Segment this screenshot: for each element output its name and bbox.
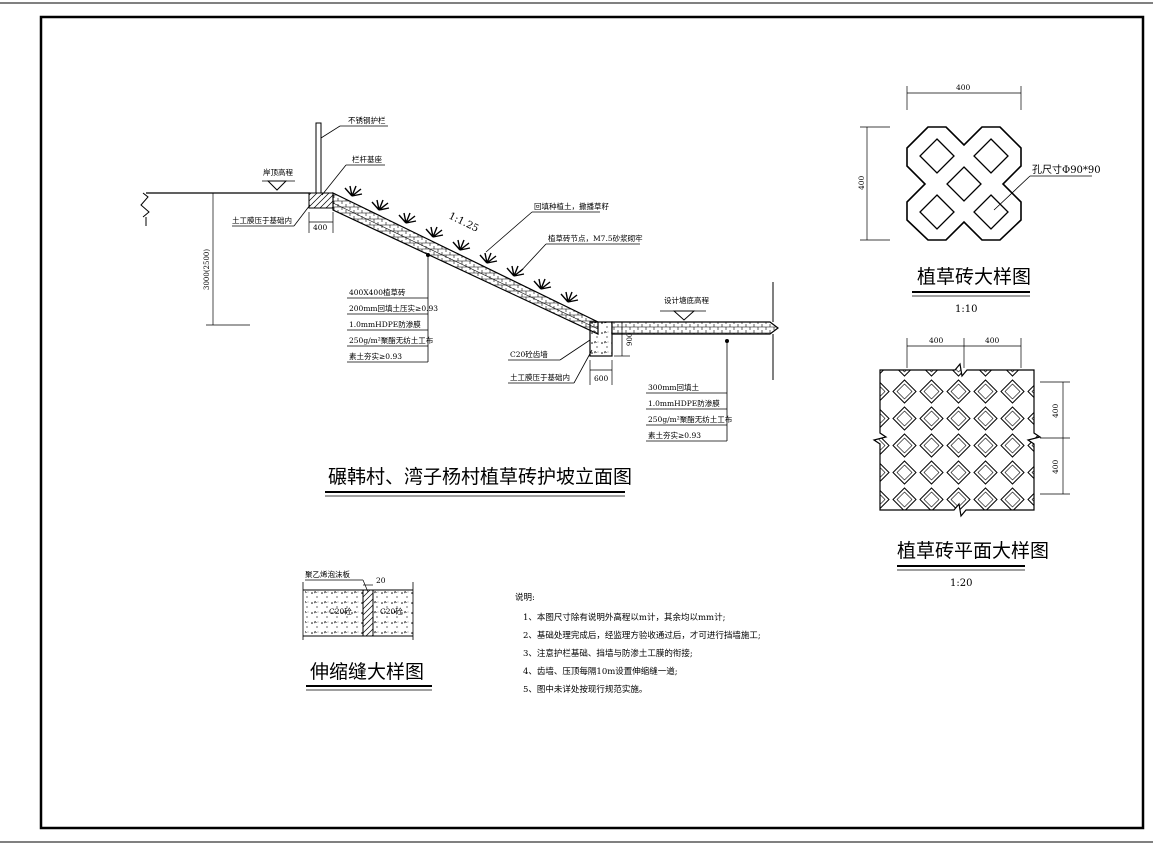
dim-vertical: 3000(2500): [203, 249, 211, 290]
slope-layer-3: 1.0mmHDPE防渗膜: [349, 319, 421, 329]
bottom-layer-table: 300mm回填土 1.0mmHDPE防渗膜 250g/m²聚酯无纺土工布 素土夯…: [646, 382, 733, 442]
dim-900: 900: [626, 333, 634, 346]
brick-node-label: 植草砖节点，M7.5砂浆砌牢: [548, 233, 643, 243]
joint-detail: C20砼 C20砼 聚乙烯泡沫板 20 伸缩缝大样图: [302, 569, 432, 691]
brick-holes: [919, 138, 1009, 230]
slope-layer-1: 400X400植草砖: [349, 287, 406, 297]
membrane-bottom-label: 土工膜压于基础内: [510, 372, 570, 382]
bottom-layer-2: 1.0mmHDPE防渗膜: [648, 398, 720, 408]
plan-top-dim-2: 400: [985, 336, 1000, 345]
note-item-2: 2、基础处理完成后，经监理方验收通过后，才可进行挡墙施工;: [523, 630, 761, 641]
note-item-5: 5、图中未详处按现行规范实施。: [523, 684, 647, 695]
slope-layer-table: 400X400植草砖 200mm回填土压实≥0.93 1.0mmHDPE防渗膜 …: [347, 287, 438, 363]
railing-base-label: 栏杆基座: [352, 154, 382, 164]
plan-grid: [872, 362, 1042, 518]
slope-layer-2: 200mm回填土压实≥0.93: [349, 303, 438, 313]
slope-elevation: 岸顶高程 设计塘底高程 不锈钢护栏 栏杆基座 土工膜压于基础内 400 3000…: [140, 115, 779, 497]
railing-base: [308, 192, 334, 209]
plan-detail-scale: 1:20: [950, 578, 972, 589]
slope-ratio: 1:1.25: [447, 211, 481, 235]
backfill-seed-label: 回填种植土，撒播草籽: [534, 201, 609, 211]
joint-gap-dim: 20: [376, 576, 386, 585]
foam-board-label: 聚乙烯泡沫板: [305, 569, 350, 579]
grass-symbols: [344, 185, 579, 303]
bottom-layer-4: 素土夯实≥0.93: [648, 430, 701, 440]
slope-layer-5: 素土夯实≥0.93: [349, 351, 402, 361]
bank-top-label: 岸顶高程: [263, 167, 293, 177]
plan-top-dim-1: 400: [929, 336, 944, 345]
elevation-title: 碾韩村、湾子杨村植草砖护坡立面图: [328, 466, 632, 488]
railing-post: [315, 122, 322, 194]
brick-detail: 400 400 孔尺寸Φ90*90 植草砖大样图 1:10: [857, 83, 1101, 315]
note-item-1: 1、本图尺寸除有说明外高程以m计，其余均以mm计;: [523, 612, 725, 623]
brick-height-dim: 400: [857, 175, 866, 190]
bottom-layer-1: 300mm回填土: [648, 382, 700, 392]
note-item-4: 4、齿墙、压顶每隔10m设置伸缩缝一道;: [523, 666, 678, 677]
foam-board: [362, 589, 374, 637]
slope-layer-4: 250g/m²聚酯无纺土工布: [349, 335, 434, 345]
brick-detail-scale: 1:10: [955, 304, 977, 315]
dim-600: 600: [594, 374, 609, 383]
bottom-layer-3: 250g/m²聚酯无纺土工布: [648, 414, 733, 424]
bottom-brick-band: [611, 321, 779, 335]
joint-right-concrete: C20砼: [380, 606, 403, 616]
design-bottom-label: 设计塘底高程: [664, 295, 709, 305]
toe-wall: [589, 321, 613, 357]
plan-detail-title: 植草砖平面大样图: [897, 540, 1049, 562]
joint-detail-title: 伸缩缝大样图: [310, 661, 424, 683]
brick-width-dim: 400: [956, 83, 971, 92]
brick-detail-title: 植草砖大样图: [917, 266, 1031, 288]
note-item-3: 3、注意护栏基础、挡墙与防渗土工膜的衔接;: [523, 648, 693, 659]
notes-heading: 说明:: [515, 592, 535, 603]
dim-400-base: 400: [313, 223, 328, 232]
brick-outline: [906, 126, 1022, 241]
sheet-border: [39, 15, 1145, 830]
joint-left-concrete: C20砼: [329, 606, 352, 616]
railing-label: 不锈钢护栏: [348, 115, 386, 125]
toe-wall-label: C20砼齿墙: [510, 349, 548, 359]
hole-size-label: 孔尺寸Φ90*90: [1032, 163, 1101, 176]
plan-side-dim-2: 400: [1051, 459, 1060, 474]
plan-side-dim-1: 400: [1051, 403, 1060, 418]
membrane-top-label: 土工膜压于基础内: [232, 215, 292, 225]
plan-detail: 400 400 400 400 植草砖平面大样图 1:20: [872, 336, 1070, 589]
notes: 说明: 1、本图尺寸除有说明外高程以m计，其余均以mm计; 2、基础处理完成后，…: [515, 592, 761, 695]
